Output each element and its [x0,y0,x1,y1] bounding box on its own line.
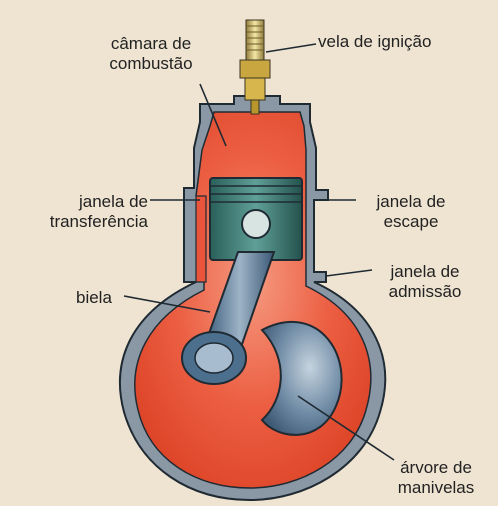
label-exhaust-port: janela de escape [356,192,466,232]
label-transfer-port-line2: transferência [20,212,148,232]
label-intake-port-line1: janela de [370,262,480,282]
crank-pin [182,332,246,384]
label-crankshaft-line1: árvore de [380,458,492,478]
transfer-channel [196,196,206,282]
label-connecting-rod: biela [76,288,112,308]
label-transfer-port-line1: janela de [20,192,148,212]
label-exhaust-port-line1: janela de [356,192,466,212]
label-intake-port: janela de admissão [370,262,480,302]
label-spark-plug-line1: vela de ignição [318,32,431,52]
label-exhaust-port-line2: escape [356,212,466,232]
label-combustion-chamber-line2: combustão [86,54,216,74]
label-transfer-port: janela de transferência [20,192,148,232]
piston [210,178,302,260]
leader-intake-port [326,270,372,276]
label-spark-plug: vela de ignição [318,32,431,52]
label-combustion-chamber-line1: câmara de [86,34,216,54]
label-combustion-chamber: câmara de combustão [86,34,216,74]
label-crankshaft-line2: manivelas [380,478,492,498]
label-intake-port-line2: admissão [370,282,480,302]
spark-plug [240,20,270,114]
leader-spark-plug [266,44,316,52]
label-crankshaft: árvore de manivelas [380,458,492,498]
label-connecting-rod-line1: biela [76,288,112,308]
